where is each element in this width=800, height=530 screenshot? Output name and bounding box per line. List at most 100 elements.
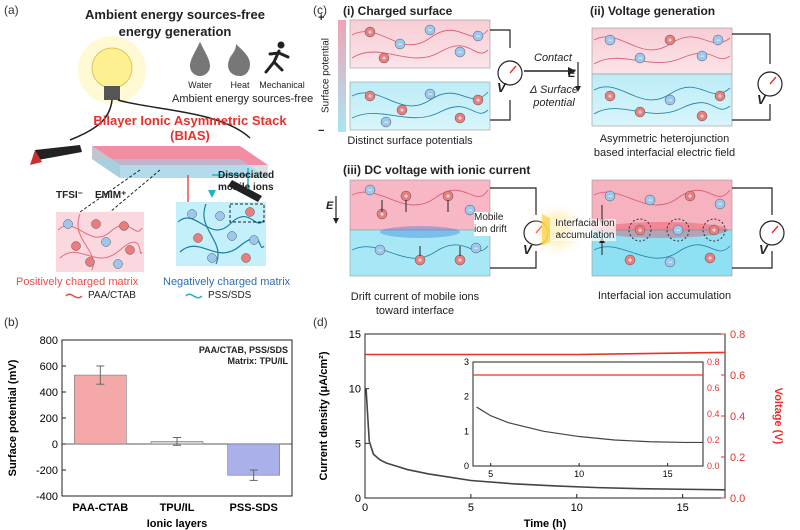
- cation-marker: [714, 90, 726, 102]
- ion-sign: −: [676, 228, 680, 235]
- y-tick-label: 0: [52, 439, 58, 451]
- anion-marker: [672, 224, 684, 236]
- y-right-tick-label: 0.0: [730, 493, 745, 505]
- cation-marker: [696, 110, 708, 122]
- x-tick-label: 15: [677, 502, 689, 514]
- ion-sign: +: [608, 94, 612, 101]
- cation-marker: [684, 190, 696, 202]
- emim-leader: [109, 169, 161, 213]
- bias-label: Bilayer Ionic Asymmetric Stack (BIAS): [60, 113, 320, 143]
- anion-marker: [634, 52, 646, 64]
- inset-y-right-tick-label: 0.8: [707, 357, 720, 367]
- ion-sign: −: [668, 98, 672, 105]
- paa-legend-line: [65, 293, 83, 299]
- dissociated-line1: Dissociated: [218, 170, 275, 181]
- ion-markers: +−−−+−++−++−−−+−−++−++−++−+−++−−−+−+−++−…: [364, 24, 726, 268]
- potential-plus: +: [318, 12, 325, 24]
- anion-marker: [470, 242, 482, 254]
- x-tick-label: TPU/IL: [160, 502, 195, 514]
- cation-marker: [364, 26, 376, 38]
- source-water: Water: [188, 80, 212, 90]
- right-clip-icon: [228, 180, 262, 202]
- bulb-socket: [104, 86, 120, 100]
- anion-marker: [604, 190, 616, 202]
- ion-sign: +: [458, 258, 462, 265]
- y-axis-label: Surface potential (mV): [7, 359, 19, 476]
- dissociated-label: Dissociated mobile ions: [218, 170, 274, 194]
- cation-marker: [704, 252, 716, 264]
- ion-sign: −: [428, 92, 432, 99]
- anion-marker: [696, 50, 708, 62]
- cation-marker: [634, 224, 646, 236]
- ion-sign: +: [418, 258, 422, 265]
- y-tick-label: 15: [349, 329, 361, 341]
- cation-marker: [396, 104, 408, 116]
- i-title: (i) Charged surface: [343, 4, 453, 18]
- cation-marker: [378, 52, 390, 64]
- ion-sign: −: [468, 208, 472, 215]
- x-axis-label: Ionic layers: [147, 518, 208, 530]
- y-tick-label: 800: [40, 335, 58, 347]
- y-right-tick-label: 0.6: [730, 370, 745, 382]
- cation-marker: [664, 34, 676, 46]
- inset-y-tick-label: 1: [464, 426, 469, 436]
- pos-matrix-label: Positively charged matrix: [16, 276, 139, 288]
- x-tick-label: PSS-SDS: [230, 502, 278, 514]
- ion-sign: −: [716, 38, 720, 45]
- ion-sign: +: [368, 94, 372, 101]
- drift-line2: toward interface: [375, 305, 455, 317]
- anion-marker: [604, 34, 616, 46]
- y-tick-label: 400: [40, 387, 58, 399]
- neg-matrix-label: Negatively charged matrix: [163, 276, 291, 288]
- ion-sign: +: [368, 30, 372, 37]
- inset-x-tick-label: 5: [488, 469, 493, 479]
- distinct-caption: Distinct surface potentials: [347, 135, 473, 147]
- iii-e-label: E: [326, 200, 334, 212]
- asym-line2: based interfacial electric field: [593, 147, 736, 159]
- iii-v-label: V: [523, 242, 532, 257]
- ion-sign: −: [718, 202, 722, 209]
- bulb-wire-left: [69, 99, 113, 141]
- iii-title: (iii) DC voltage with ionic current: [343, 163, 531, 177]
- drift-caption: Drift current of mobile ions toward inte…: [325, 290, 505, 318]
- asym-line1: Asymmetric heterojunction: [599, 133, 730, 145]
- pss-legend-label: PSS/SDS: [208, 290, 252, 301]
- ion-sign: +: [400, 108, 404, 115]
- ion-sign: +: [404, 194, 408, 201]
- anion-marker: [454, 46, 466, 58]
- bulb-wire-right: [117, 99, 251, 139]
- anion-marker: [364, 184, 376, 196]
- voltage-series-line: [365, 351, 726, 356]
- inset-y-tick-label: 0: [464, 461, 469, 471]
- source-heat: Heat: [230, 80, 250, 90]
- contact-label: Contact: [534, 52, 572, 64]
- panel-a-title-line2: energy generation: [118, 24, 232, 39]
- ii-v-label: V: [757, 92, 766, 107]
- inset-y-right-tick-label: 0.4: [707, 409, 720, 419]
- ion-sign: +: [476, 98, 480, 105]
- y-tick-label: 5: [355, 438, 361, 450]
- interfacial-line2: accumulation: [555, 230, 615, 241]
- x-tick-label: 5: [468, 502, 474, 514]
- mobile-line1: Mobile: [474, 212, 504, 223]
- tfsi-label: TFSI⁻: [56, 190, 83, 201]
- cation-marker: [708, 224, 720, 236]
- anion-marker: [424, 88, 436, 100]
- ion-sign: +: [700, 114, 704, 121]
- panel-b-label: (b): [4, 315, 19, 329]
- dissociated-line2: mobile ions: [218, 182, 274, 193]
- bias-line1: Bilayer Ionic Asymmetric Stack: [93, 113, 287, 128]
- ion-sign: −: [398, 42, 402, 49]
- bulb-icon: [91, 47, 133, 89]
- interfacial-line1: Interfacial ion: [555, 218, 615, 229]
- inset-y-tick-label: 2: [464, 392, 469, 402]
- ion-sign: +: [458, 116, 462, 123]
- inset-frame: [472, 361, 704, 467]
- paa-legend-label: PAA/CTAB: [88, 290, 136, 301]
- anion-marker: [394, 38, 406, 50]
- ion-sign: +: [668, 38, 672, 45]
- y-tick-label: 0: [355, 493, 361, 505]
- ion-sign: −: [384, 120, 388, 127]
- panel-b-annotation-line2: Matrix: TPU/IL: [227, 356, 288, 366]
